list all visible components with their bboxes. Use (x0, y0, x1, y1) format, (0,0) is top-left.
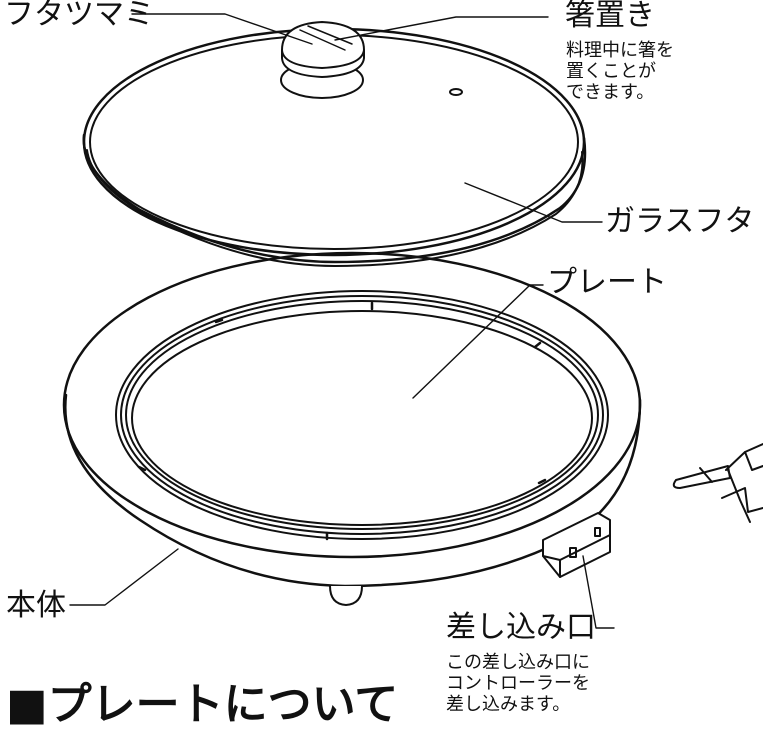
chopstick-rest-note-line: 料理中に箸を (566, 40, 674, 61)
label-body: 本体 (6, 588, 66, 623)
plate-surface (131, 310, 593, 526)
inlet-note: この差し込み口に コントローラーを 差し込みます。 (446, 652, 590, 715)
label-inlet: 差し込み口 (446, 610, 596, 645)
label-plate: プレート (547, 265, 667, 300)
chopstick-rest-note: 料理中に箸を 置くことが できます。 (566, 40, 674, 103)
label-lid-knob: フタツマミ (4, 0, 154, 32)
section-heading: ■プレートについて (6, 679, 399, 730)
lid-knob (281, 21, 365, 78)
glass-lid (82, 21, 587, 267)
body-flange (62, 251, 642, 559)
foot (329, 585, 363, 606)
plate-outer-ring (115, 290, 609, 540)
label-glass-lid: ガラスフタ (605, 204, 755, 239)
steam-hole (449, 88, 463, 96)
inlet-note-line: コントローラーを (446, 673, 590, 694)
base-unit (62, 251, 642, 606)
chopstick-rest-note-line: 置くことが (566, 61, 656, 82)
inlet-housing (542, 512, 611, 578)
inlet-note-line: 差し込みます。 (446, 694, 571, 715)
chopstick-rest-note-line: できます。 (566, 82, 655, 103)
controller-plug (672, 443, 763, 523)
inlet-slot (569, 547, 577, 558)
inlet-note-line: この差し込み口に (446, 652, 590, 673)
leader-lines (69, 13, 615, 629)
label-chopstick-rest: 箸置き (565, 0, 655, 33)
